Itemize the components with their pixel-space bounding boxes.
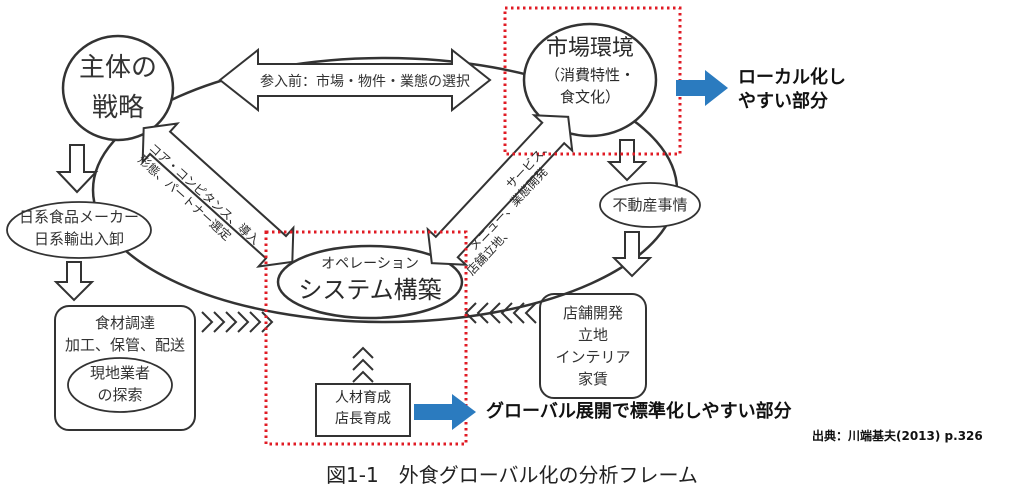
strategy-line-1: 主体の	[78, 53, 157, 83]
market-line-1: 市場環境	[545, 36, 634, 61]
arrow-realestate-to-storedev	[611, 231, 653, 278]
source-citation: 出典：川端基夫(2013) p.326	[812, 429, 983, 443]
hr-node: 人材育成 店長育成	[316, 388, 410, 430]
maker-line-1: 日系食品メーカー	[18, 208, 139, 226]
chevrons-right	[201, 311, 274, 333]
operation-line-1: オペレーション	[321, 256, 419, 272]
left-diagonal-double-arrow	[141, 122, 295, 268]
store-dev-box	[539, 293, 647, 399]
strategy-line-2: 戦略	[91, 93, 144, 123]
store-dev-line-2: 立地	[577, 326, 608, 344]
standardization-highlight-box	[264, 230, 468, 446]
operation-node: オペレーション システム構築	[278, 254, 462, 306]
market-ellipse	[522, 22, 658, 138]
realestate-node: 不動産事情	[612, 196, 688, 214]
localization-callout: ローカル化し やすい部分	[738, 66, 846, 114]
operation-ellipse	[276, 244, 464, 320]
top-arrow-label: 参入前：市場・物件・業態の選択	[260, 74, 470, 90]
arrow-maker-to-procurement	[53, 261, 95, 302]
maker-line-2: 日系輸出入卸	[33, 230, 124, 248]
strategy-ellipse	[61, 34, 175, 142]
local-vendor-node: 現地業者 の探索	[68, 362, 172, 406]
localization-blue-arrow	[676, 70, 728, 106]
store-dev-node: 店舗開発 立地 インテリア 家賃	[540, 302, 646, 390]
localization-line-2: やすい部分	[738, 91, 828, 112]
hr-line-2: 店長育成	[335, 411, 391, 427]
store-dev-line-1: 店舗開発	[562, 304, 623, 322]
procurement-node: 食材調達 加工、保管、配送	[55, 312, 195, 356]
local-vendor-ellipse	[67, 357, 173, 413]
right-diagonal-double-arrow	[426, 114, 574, 266]
local-vendor-line-1: 現地業者	[89, 364, 150, 382]
store-dev-line-4: 家賃	[577, 370, 608, 388]
local-vendor-line-2: の探索	[97, 386, 143, 404]
localization-line-1: ローカル化し	[738, 67, 846, 88]
top-double-arrow	[218, 47, 492, 113]
chevrons-left	[464, 302, 537, 324]
maker-ellipse	[6, 201, 152, 259]
realestate-ellipse	[599, 182, 701, 228]
hr-box	[315, 383, 411, 437]
arrow-market-to-realestate	[606, 139, 648, 182]
procurement-line-2: 加工、保管、配送	[64, 336, 185, 354]
figure-caption: 図1-1 外食グローバル化の分析フレーム	[326, 463, 698, 487]
market-line-2: （消費特性・	[544, 66, 635, 84]
chevrons-up	[352, 346, 374, 383]
market-line-3: 食文化）	[559, 88, 620, 106]
market-node: 市場環境 （消費特性・ 食文化）	[526, 34, 654, 108]
procurement-box	[54, 305, 196, 431]
maker-node: 日系食品メーカー 日系輸出入卸	[7, 206, 151, 250]
store-dev-line-3: インテリア	[555, 348, 631, 366]
hr-line-1: 人材育成	[335, 390, 391, 406]
procurement-line-1: 食材調達	[94, 314, 155, 332]
standardization-blue-arrow	[414, 394, 476, 430]
arrow-strategy-to-maker	[55, 144, 99, 194]
standardization-callout: グローバル展開で標準化しやすい部分	[486, 401, 792, 422]
operation-line-2: システム構築	[298, 276, 442, 304]
strategy-node: 主体の 戦略	[68, 48, 168, 128]
